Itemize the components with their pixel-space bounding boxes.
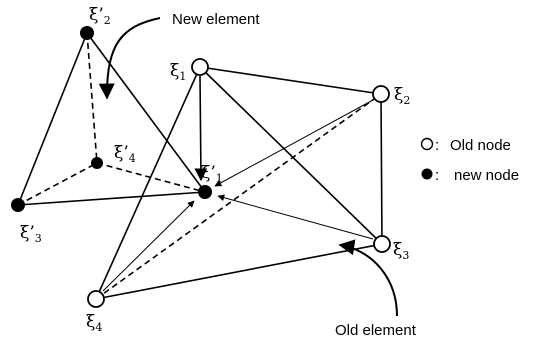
new-nodes (11, 26, 212, 212)
node-xi3 (373, 235, 391, 253)
edge-xi1-xi4 (95, 66, 201, 300)
label-xp1: ξ’1 (201, 163, 223, 185)
edge-xp2-xp1 (86, 32, 206, 193)
legend-old-separator: : (435, 137, 439, 154)
old-element-label: Old element (335, 322, 417, 339)
legend-new-separator: : (435, 167, 439, 184)
edge-xi1-xi2 (199, 66, 382, 95)
label-xp3: ξ’3 (20, 223, 42, 245)
node-xi4 (87, 290, 105, 308)
legend: : Old node : new node (420, 137, 519, 184)
label-xi2: ξ2 (394, 85, 410, 107)
old-nodes (87, 58, 391, 308)
new-element-edges (17, 32, 206, 206)
new-element-label: New element (172, 11, 260, 28)
callout-arrow-new-element (98, 17, 161, 100)
callout-arrow-old-element (338, 239, 398, 317)
label-xp4: ξ’4 (114, 143, 136, 165)
arrow-xi2-to-xp1 (214, 99, 374, 187)
edge-xp3-xp4 (17, 162, 98, 206)
legend-new-node-label: new node (454, 167, 519, 184)
arrow-xi1-to-xp1 (194, 75, 208, 182)
node-xi2 (372, 85, 390, 103)
legend-old-node-symbol (420, 137, 434, 151)
label-xp2: ξ’2 (89, 5, 111, 27)
edge-xp2-xp3 (17, 32, 88, 206)
edge-xi1-xi3 (199, 66, 383, 245)
node-xp2 (80, 26, 94, 40)
label-xi3: ξ3 (393, 240, 409, 262)
old-element-edges (95, 66, 383, 300)
arrow-xi3-to-xp1 (217, 194, 374, 240)
label-xi1: ξ1 (170, 61, 186, 83)
node-xp1 (198, 185, 212, 199)
edge-xi4-xi3 (95, 243, 383, 300)
label-xi4: ξ4 (86, 312, 102, 334)
arrow-xi4-to-xp1 (102, 200, 195, 292)
edge-xi4-xi2 (95, 93, 382, 300)
edge-xp3-xp1 (17, 191, 206, 206)
edge-xi2-xi3 (380, 93, 383, 245)
legend-old-node-label: Old node (450, 137, 511, 154)
legend-new-node-symbol (421, 168, 433, 180)
mapping-arrows (102, 75, 374, 292)
node-xi1 (191, 58, 209, 76)
node-xp4 (91, 157, 103, 169)
edge-xp2-xp4 (86, 32, 98, 164)
node-xp3 (11, 198, 25, 212)
